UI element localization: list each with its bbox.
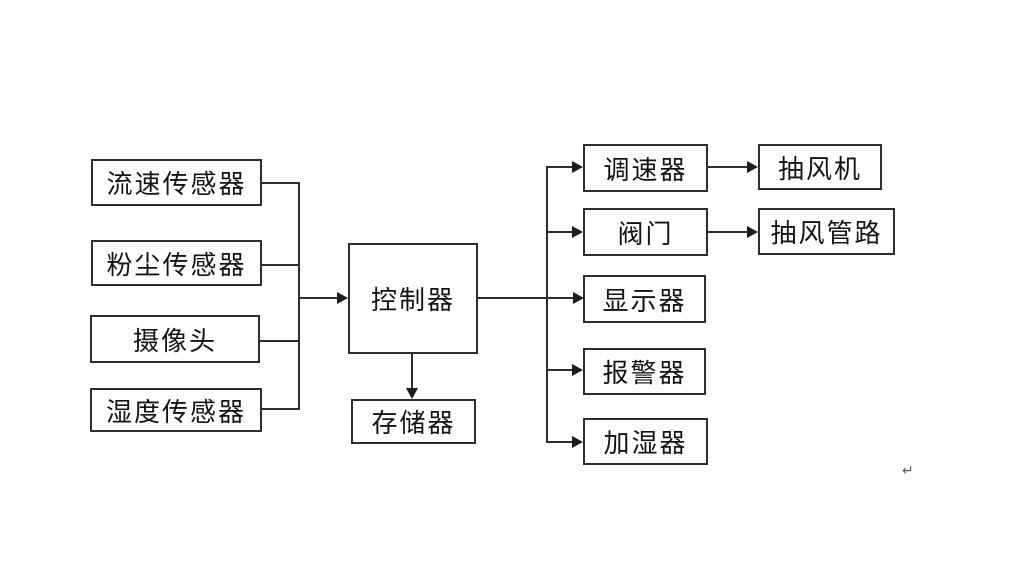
- connector-bus-to-alarm: [546, 369, 573, 371]
- connector-controller-to-memory: [411, 354, 413, 388]
- connector-bus-to-controller: [300, 297, 338, 299]
- connector-valve-to-exhaust-duct: [708, 231, 748, 233]
- node-dust-sensor: 粉尘传感器: [91, 240, 262, 286]
- connector-camera-to-bus: [260, 340, 300, 342]
- arrowhead-into-governor: [572, 161, 583, 173]
- arrowhead-into-controller: [337, 292, 348, 304]
- arrowhead-into-exhaust-duct: [747, 226, 758, 238]
- node-flow-sensor: 流速传感器: [91, 159, 262, 206]
- node-memory: 存储器: [351, 399, 476, 444]
- node-humidity-sensor: 湿度传感器: [90, 388, 262, 432]
- node-alarm: 报警器: [583, 348, 706, 395]
- node-camera: 摄像头: [90, 315, 260, 363]
- arrowhead-into-display: [573, 292, 584, 304]
- arrowhead-into-memory: [406, 388, 418, 399]
- node-controller: 控制器: [348, 243, 478, 354]
- return-mark-glyph: ↵: [902, 463, 914, 479]
- node-valve: 阀门: [583, 208, 708, 256]
- right-bus-vertical-line: [546, 166, 548, 443]
- connector-governor-to-exhaust-fan: [708, 166, 748, 168]
- arrowhead-into-exhaust-fan: [747, 161, 758, 173]
- node-exhaust-fan: 抽风机: [758, 144, 882, 190]
- connector-bus-to-governor: [546, 166, 573, 168]
- connector-bus-to-humidifier: [546, 441, 573, 443]
- arrowhead-into-humidifier: [572, 436, 583, 448]
- arrowhead-into-valve: [572, 226, 583, 238]
- node-humidifier: 加湿器: [583, 418, 708, 465]
- connector-dust-sensor-to-bus: [262, 264, 300, 266]
- node-display: 显示器: [583, 275, 706, 323]
- connector-humidity-sensor-to-bus: [262, 408, 300, 410]
- connector-bus-to-valve: [546, 231, 573, 233]
- left-bus-vertical-line: [298, 182, 300, 410]
- connector-flow-sensor-to-bus: [262, 182, 300, 184]
- arrowhead-into-alarm: [572, 364, 583, 376]
- node-speed-governor: 调速器: [583, 144, 708, 192]
- connector-controller-to-right-bus: [478, 297, 573, 299]
- node-exhaust-duct: 抽风管路: [758, 208, 895, 255]
